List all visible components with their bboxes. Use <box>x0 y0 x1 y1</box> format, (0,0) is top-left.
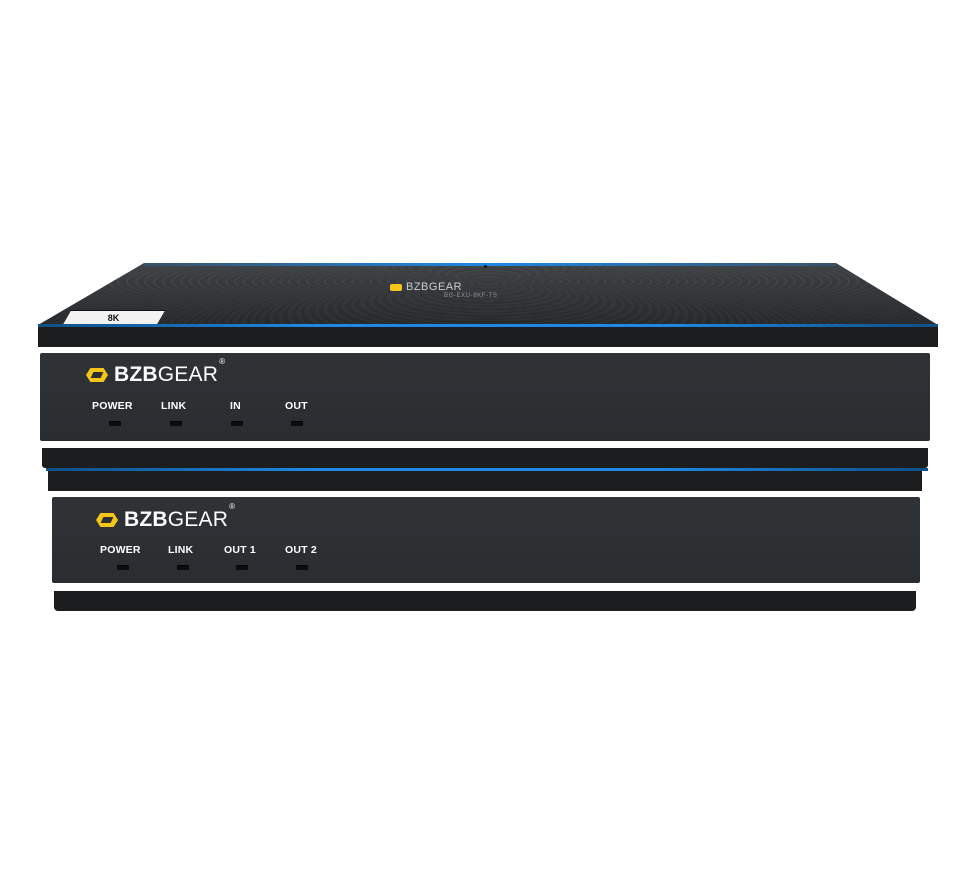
8k-badge: 8K <box>61 310 167 325</box>
transmitter-upper-band <box>38 327 938 347</box>
transmitter-label-out: OUT <box>285 400 308 412</box>
lid-ripple-texture <box>38 263 938 325</box>
receiver-led-power <box>117 565 129 570</box>
transmitter-label-in: IN <box>230 400 241 412</box>
bzbgear-logo-icon <box>86 368 108 382</box>
lid-screw <box>484 265 487 268</box>
brand-bold: BZB <box>114 363 158 386</box>
transmitter-front-panel <box>40 353 930 441</box>
lid-blue-edge <box>144 263 836 266</box>
brand-light: GEAR <box>157 363 219 386</box>
logo-mark-icon <box>390 283 402 291</box>
transmitter-lower-band <box>42 448 928 468</box>
lid-logo: BZBGEAR <box>390 281 462 293</box>
receiver-lower-band <box>54 591 916 611</box>
transmitter-label-link: LINK <box>161 400 187 412</box>
receiver-blue-stripe <box>46 468 928 471</box>
transmitter-brand-logo: BZBGEAR® <box>86 357 225 387</box>
receiver-brand-logo: BZBGEAR® <box>96 502 235 532</box>
brand-registered: ® <box>229 502 236 511</box>
receiver-led-link <box>177 565 189 570</box>
receiver-led-out2 <box>296 565 308 570</box>
brand-light: GEAR <box>167 508 229 531</box>
transmitter-led-link <box>170 421 182 426</box>
lid-model-number: BG-EXU-8KF-TS <box>444 293 498 299</box>
receiver-upper-band <box>48 471 922 491</box>
receiver-front-panel <box>52 497 920 583</box>
receiver-label-link: LINK <box>168 544 194 556</box>
badge-text: 8K <box>108 312 120 323</box>
transmitter-led-out <box>291 421 303 426</box>
receiver-label-out2: OUT 2 <box>285 544 317 556</box>
receiver-label-out1: OUT 1 <box>224 544 256 556</box>
bzbgear-logo-icon <box>96 513 118 527</box>
receiver-led-out1 <box>236 565 248 570</box>
brand-bold: BZB <box>124 508 168 531</box>
transmitter-led-in <box>231 421 243 426</box>
transmitter-label-power: POWER <box>92 400 133 412</box>
transmitter-blue-stripe <box>38 324 938 327</box>
transmitter-lid <box>38 263 938 325</box>
receiver-label-power: POWER <box>100 544 141 556</box>
brand-registered: ® <box>219 357 226 366</box>
lid-brand-name: BZBGEAR <box>406 281 463 293</box>
transmitter-led-power <box>109 421 121 426</box>
